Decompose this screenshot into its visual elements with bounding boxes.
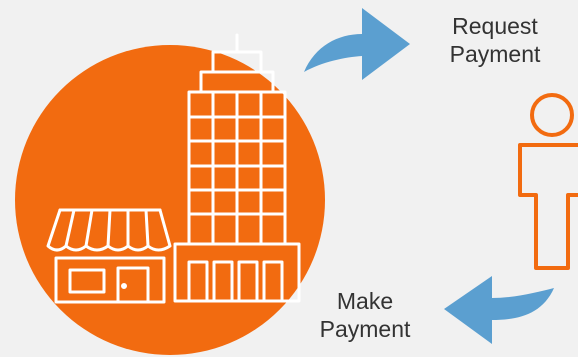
business-icon	[46, 33, 301, 304]
person-icon	[518, 93, 578, 270]
make-payment-label-line-2: Payment	[319, 316, 411, 342]
make-payment-label-line-1: Make	[336, 288, 394, 314]
storefront-icon	[46, 208, 172, 304]
business-circle	[15, 45, 325, 355]
make-payment-label: Make Payment	[290, 287, 440, 343]
request-payment-label-line-2: Payment	[449, 41, 541, 67]
request-arrow-icon	[304, 8, 410, 80]
office-tower-icon	[173, 33, 301, 303]
request-payment-label: Request Payment	[420, 12, 570, 68]
payment-arrow-icon	[444, 276, 554, 344]
request-payment-label-line-1: Request	[452, 13, 538, 39]
